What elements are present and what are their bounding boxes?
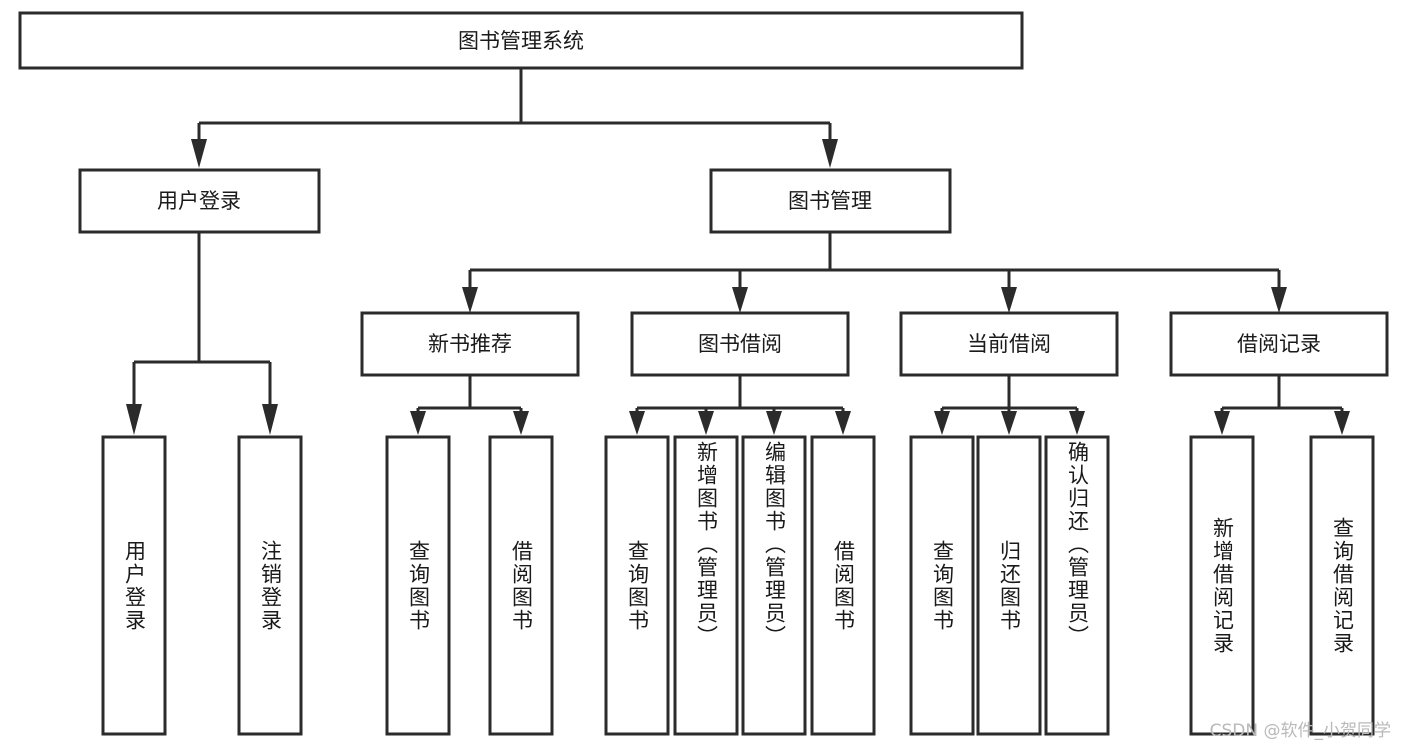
arrow-head-icon: [1334, 411, 1350, 435]
node-leaf-borrow-lend[interactable]: [810, 435, 876, 736]
node-leaf-user-login[interactable]: [101, 435, 167, 736]
node-label: 用户登录: [157, 189, 241, 213]
arrow-head-icon: [766, 411, 782, 435]
arrow-head-icon: [732, 287, 748, 313]
node-leaf-current-return[interactable]: [976, 435, 1042, 736]
arrow-head-icon: [513, 411, 529, 435]
arrow-head-icon: [934, 411, 950, 435]
arrow-head-icon: [1001, 287, 1017, 313]
node-label: 借阅记录: [1237, 332, 1321, 356]
arrow-head-icon: [629, 411, 645, 435]
node-current-borrow[interactable]: 当前借阅: [899, 311, 1119, 377]
connector-root-to-level2: [191, 68, 838, 168]
connector-borrow-to-leaves: [629, 375, 851, 435]
arrow-head-icon: [191, 139, 207, 168]
arrow-head-icon: [1214, 411, 1230, 435]
watermark-text: CSDN @软件_小贺同学: [1209, 721, 1391, 741]
arrow-head-icon: [1271, 287, 1287, 313]
node-label: 图书借阅: [698, 332, 782, 356]
node-book-management[interactable]: 图书管理: [709, 168, 952, 234]
node-box: [709, 168, 952, 234]
connector-bookmgmt-to-level3: [462, 232, 1287, 313]
node-box: [899, 311, 1119, 377]
node-leaf-user-logout[interactable]: [237, 435, 303, 736]
arrow-head-icon: [462, 287, 478, 313]
arrow-head-icon: [835, 411, 851, 435]
node-box: [360, 311, 580, 377]
node-leaf-record-add[interactable]: [1189, 435, 1255, 736]
node-box: [18, 11, 1024, 70]
node-user-login[interactable]: 用户登录: [78, 168, 321, 234]
node-leaf-record-query[interactable]: [1309, 435, 1375, 736]
node-book-borrow[interactable]: 图书借阅: [630, 311, 850, 377]
connector-recommend-to-leaves: [410, 375, 529, 435]
node-label: 图书管理系统: [458, 29, 584, 53]
arrow-head-icon: [822, 139, 838, 168]
node-new-book-recommend[interactable]: 新书推荐: [360, 311, 580, 377]
node-label: 当前借阅: [967, 332, 1051, 356]
node-box: [78, 168, 321, 234]
node-leaf-recommend-query[interactable]: [385, 435, 451, 736]
node-box: [1169, 311, 1389, 377]
node-borrow-record[interactable]: 借阅记录: [1169, 311, 1389, 377]
node-label: 新书推荐: [428, 332, 512, 356]
arrow-head-icon: [1069, 411, 1085, 435]
node-label: 图书管理: [788, 189, 872, 213]
node-box: [630, 311, 850, 377]
node-leaf-current-confirm[interactable]: [1044, 435, 1110, 736]
node-leaf-borrow-edit[interactable]: [741, 435, 807, 736]
node-leaf-borrow-query[interactable]: [604, 435, 670, 736]
node-leaf-borrow-add[interactable]: [673, 435, 739, 736]
arrow-head-icon: [1001, 411, 1017, 435]
arrow-head-icon: [410, 411, 426, 435]
node-leaf-recommend-borrow[interactable]: [488, 435, 554, 736]
connector-userlogin-to-leaves: [126, 232, 278, 435]
arrow-head-icon: [126, 404, 142, 435]
arrow-head-icon: [698, 411, 714, 435]
arrow-head-icon: [262, 404, 278, 435]
connector-record-to-leaves: [1214, 375, 1350, 435]
connector-current-to-leaves: [934, 375, 1085, 435]
node-leaf-current-query[interactable]: [909, 435, 975, 736]
node-root-system[interactable]: 图书管理系统: [18, 11, 1024, 70]
